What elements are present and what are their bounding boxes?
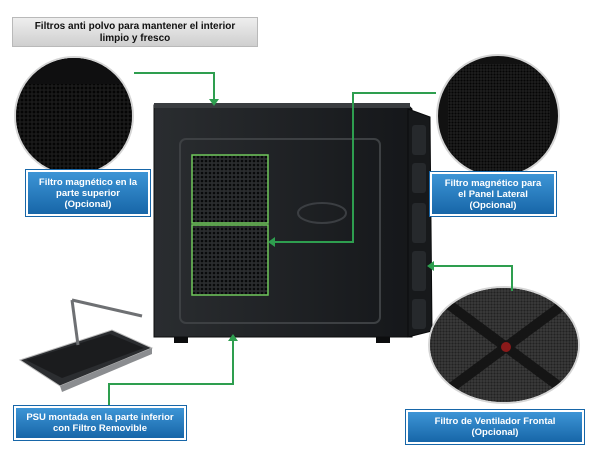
bezel-bay-1	[412, 125, 426, 155]
connector-top-left-v	[213, 72, 215, 102]
callout-psu-line-2: con Filtro Removible	[53, 423, 147, 434]
front-fan-filter-zoom	[428, 286, 580, 404]
callout-front-fan-line-2: (Opcional)	[471, 427, 519, 438]
connector-top-right-h	[352, 92, 436, 94]
bezel-bay-2	[412, 163, 426, 193]
side-panel-filter-zoom	[436, 54, 560, 178]
connector-bottom-left-h	[108, 383, 234, 385]
bezel-bay-4	[412, 251, 426, 291]
title-box: Filtros anti polvo para mantener el inte…	[12, 17, 258, 47]
callout-top-filter-line-2: parte superior	[56, 187, 120, 199]
connector-bottom-left-v	[232, 340, 234, 384]
bezel-bay-3	[412, 203, 426, 243]
callout-top-filter: Filtro magnético en la parte superior (O…	[25, 169, 151, 217]
callout-top-filter-line-1: Filtro magnético en la	[38, 176, 138, 188]
callout-front-fan-line-1: Filtro de Ventilador Frontal	[434, 416, 556, 427]
side-filter-mesh-lower	[191, 224, 269, 296]
arrow-up-icon	[228, 334, 238, 341]
callout-top-filter-line-3: (Opcional)	[64, 198, 112, 210]
case-top-edge	[154, 103, 410, 108]
callout-psu-line-1: PSU montada en la parte inferior	[26, 412, 174, 423]
psu-filter-illustration	[18, 298, 154, 392]
case-foot-right	[376, 337, 390, 343]
pc-case-illustration	[153, 103, 433, 343]
connector-bottom-left-v2	[108, 383, 110, 405]
arrow-down-icon	[209, 99, 219, 106]
case-foot-left	[174, 337, 188, 343]
title-line-1: Filtros anti polvo para mantener el inte…	[34, 21, 236, 32]
callout-side-panel-line-3: (Opcional)	[469, 199, 517, 211]
top-filter-zoom	[14, 56, 134, 176]
arrow-left-icon-2	[427, 261, 434, 271]
callout-side-panel-filter: Filtro magnético para el Panel Lateral (…	[429, 171, 557, 217]
psu-rail	[60, 348, 152, 392]
connector-top-right-h2	[274, 241, 354, 243]
case-panel-inset	[179, 138, 381, 324]
connector-bottom-right-h	[432, 265, 512, 267]
connector-bottom-right-v	[511, 265, 513, 291]
connector-top-left-h	[134, 72, 214, 74]
bezel-bay-5	[412, 299, 426, 329]
arrow-left-icon	[268, 237, 275, 247]
psu-case-edge	[70, 299, 80, 346]
callout-front-fan-filter: Filtro de Ventilador Frontal (Opcional)	[405, 409, 585, 445]
fan-blades-icon	[437, 293, 575, 401]
callout-psu-filter: PSU montada en la parte inferior con Fil…	[13, 405, 187, 441]
connector-top-right-v	[352, 92, 354, 242]
case-logo	[297, 202, 347, 224]
side-filter-mesh-upper	[191, 154, 269, 224]
title-line-2: limpio y fresco	[99, 33, 171, 44]
callout-side-panel-line-1: Filtro magnético para	[444, 177, 542, 189]
callout-side-panel-line-2: el Panel Lateral	[458, 188, 528, 200]
